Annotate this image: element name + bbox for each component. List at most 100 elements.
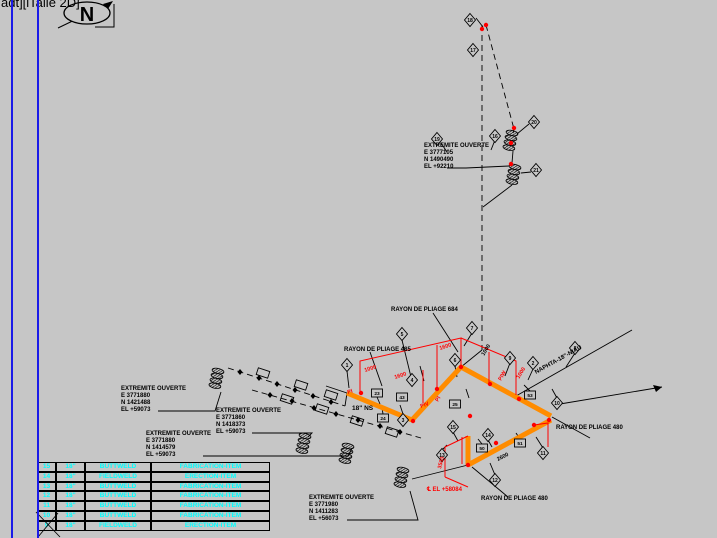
dim-1000-b-label: 1000 bbox=[516, 366, 528, 380]
weld-marker-diamond: 8 bbox=[568, 340, 582, 356]
weld-marker-diamond: 3 bbox=[396, 412, 410, 428]
weld-marker-square: 25 bbox=[449, 399, 461, 409]
svg-text:N: N bbox=[80, 4, 94, 26]
weld-marker-diamond: 13 bbox=[435, 447, 449, 463]
weld-points bbox=[358, 22, 552, 468]
weld-piw-label: PIW bbox=[498, 369, 509, 382]
pipeline-centerlines bbox=[227, 24, 515, 439]
table-cell: 18" bbox=[56, 520, 85, 531]
pipe-size-label: 18" NS bbox=[352, 405, 374, 412]
table-cell: 12 bbox=[37, 491, 56, 502]
weld-marker-diamond: 11 bbox=[536, 445, 550, 461]
table-cell: BUTTWELD bbox=[85, 481, 151, 492]
red-dimension-lines bbox=[359, 337, 549, 488]
frame-line-right bbox=[37, 0, 39, 538]
weld-marker-number: 51 bbox=[517, 441, 523, 447]
dim-1600-b-label: 1600 bbox=[439, 342, 453, 351]
table-cell: FABRICATION-ITEM bbox=[151, 491, 270, 502]
weld-point-dot bbox=[487, 381, 493, 387]
weld-marker-diamond: 6 bbox=[448, 352, 462, 368]
weld-marker-number: 10 bbox=[554, 401, 560, 407]
weld-marker-number: 23 bbox=[374, 391, 380, 397]
table-cell: 11 bbox=[37, 501, 56, 511]
table-cell: 14 bbox=[37, 471, 56, 482]
table-cell: BUTTWELD bbox=[85, 510, 151, 521]
weld-point-dot bbox=[508, 161, 514, 167]
frame-line-left bbox=[11, 0, 13, 538]
weld-marker-diamond: 15 bbox=[446, 419, 460, 435]
weld-point-dot bbox=[358, 390, 364, 396]
table-cell: 18" bbox=[56, 510, 85, 521]
weld-marker-diamond: 1 bbox=[340, 357, 354, 373]
table-cell: 9 bbox=[37, 520, 56, 531]
weld-marker-number: 14 bbox=[485, 433, 491, 439]
weld-marker-number: 8 bbox=[574, 346, 577, 352]
dim-2600-label: 2600 bbox=[496, 452, 510, 463]
table-cell: ERECTION-ITEM bbox=[151, 520, 270, 531]
table-cell: FABRICATION-ITEM bbox=[151, 462, 270, 472]
weld-marker-diamond: 4 bbox=[405, 372, 419, 388]
weld-marker-number: 2 bbox=[532, 361, 535, 367]
weld-marker-number: 20 bbox=[531, 120, 537, 126]
weld-point-dot bbox=[483, 22, 489, 28]
weld-marker-number: 4 bbox=[411, 378, 414, 384]
weld-marker-square: 51 bbox=[514, 438, 526, 448]
pipeline-name-label: NAPHTA-18"-NIAU bbox=[534, 345, 583, 376]
weld-point-dot bbox=[458, 364, 464, 370]
table-cell: 15 bbox=[37, 462, 56, 472]
weld-marker-number: 11 bbox=[540, 451, 546, 457]
bend-radius-480-bottom-label: RAYON DE PLIAGE 480 bbox=[481, 496, 548, 502]
weld-marker-number: 5 bbox=[401, 332, 404, 338]
dim-1600-a-label: 1600 bbox=[394, 371, 408, 380]
weld-point-dot bbox=[493, 440, 499, 446]
table-cell: 18" bbox=[56, 471, 85, 482]
weld-marker-number: 9 bbox=[509, 356, 512, 362]
weld-piv-label: PIV bbox=[420, 401, 431, 410]
weld-marker-square: 23 bbox=[371, 388, 383, 398]
weld-point-dot bbox=[508, 140, 514, 146]
table-cell: BUTTWELD bbox=[85, 501, 151, 511]
weld-marker-number: 17 bbox=[470, 48, 476, 54]
weld-marker-number: 16 bbox=[492, 134, 498, 140]
weld-point-dot bbox=[516, 396, 522, 402]
weld-marker-diamond: 16 bbox=[488, 128, 502, 144]
weld-marker-number: 3 bbox=[402, 418, 405, 424]
weld-marker-square: 43 bbox=[396, 392, 408, 402]
weld-marker-diamond: 17 bbox=[466, 42, 480, 58]
weld-point-dot bbox=[410, 418, 416, 424]
weld-marker-diamond: 2 bbox=[526, 355, 540, 371]
weld-marker-number: 53 bbox=[527, 393, 533, 399]
weld-point-dot bbox=[450, 425, 456, 431]
table-cell: BUTTWELD bbox=[85, 462, 151, 472]
highlighted-pipe-route bbox=[346, 364, 553, 468]
weld-point-dot bbox=[434, 386, 440, 392]
weld-marker-number: 13 bbox=[439, 453, 445, 459]
weld-marker-number: 25 bbox=[452, 402, 458, 408]
table-cell: FIELDWELD bbox=[85, 520, 151, 531]
weld-point-dot bbox=[531, 422, 537, 428]
bend-radius-485-label: RAYON DE PLIAGE 485 bbox=[344, 347, 411, 353]
weld-marker-number: 7 bbox=[471, 326, 474, 332]
weld-marker-diamond: 10 bbox=[550, 395, 564, 411]
centerline-elevation-label: ℄ EL +58084 bbox=[426, 486, 463, 493]
weld-marker-square: 50 bbox=[476, 443, 488, 453]
line-end-arrow bbox=[653, 385, 662, 392]
weld-point-dot bbox=[465, 462, 471, 468]
weld-marker-number: 18 bbox=[467, 18, 473, 24]
table-cell: 18" bbox=[56, 491, 85, 502]
weld-marker-number: 43 bbox=[399, 395, 405, 401]
